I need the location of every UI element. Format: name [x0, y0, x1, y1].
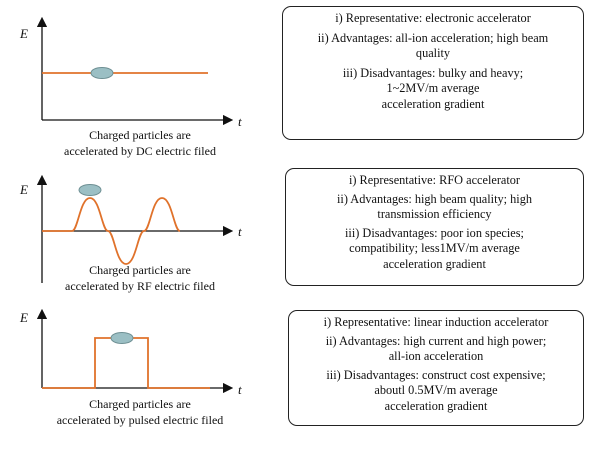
x-axis-label: t [238, 382, 242, 397]
rf-info-box: i) Representative: RFO accelerator ii) A… [285, 168, 584, 286]
advantages-text-cont: quality [415, 46, 451, 60]
disadvantages-text-cont2: acceleration gradient [384, 398, 488, 413]
pulsed-field-line [42, 337, 210, 389]
advantages-text: ii) Advantages: high current and high po… [325, 333, 547, 348]
disadvantages-text-cont2: acceleration gradient [381, 96, 485, 111]
representative-text: i) Representative: RFO accelerator [348, 173, 521, 187]
rf-caption: Charged particles are accelerated by RF … [65, 263, 215, 293]
rf-field-wave [42, 197, 181, 265]
charged-particle [110, 332, 134, 344]
charged-particle [90, 67, 114, 79]
y-axis-label: E [20, 26, 28, 41]
advantages-text-cont: transmission efficiency [377, 207, 492, 221]
pulsed-field-graph [36, 308, 234, 394]
y-axis-label: E [20, 182, 28, 197]
y-axis-label: E [20, 310, 28, 325]
dc-info-box: i) Representative: electronic accelerato… [282, 6, 584, 140]
pulsed-info-box: i) Representative: linear induction acce… [288, 310, 584, 426]
pulsed-caption: Charged particles are accelerated by pul… [56, 397, 224, 427]
advantages-text-cont: all-ion acceleration [388, 349, 484, 363]
representative-text: i) Representative: electronic accelerato… [335, 11, 531, 25]
disadvantages-text-cont: compatibility; less1MV/m average [349, 241, 520, 255]
advantages-text: ii) Advantages: all-ion acceleration; hi… [317, 30, 549, 45]
x-axis-label: t [238, 224, 242, 239]
disadvantages-text: iii) Disadvantages: construct cost expen… [326, 367, 546, 382]
advantages-text: ii) Advantages: high beam quality; high [336, 191, 532, 206]
disadvantages-text: iii) Disadvantages: bulky and heavy; [342, 65, 524, 80]
dc-field-plot: E t [0, 8, 270, 158]
disadvantages-text: iii) Disadvantages: poor ion species; [345, 225, 524, 240]
dc-caption: Charged particles are accelerated by DC … [64, 128, 216, 158]
pulsed-field-plot: E t [0, 302, 270, 452]
charged-particle [78, 184, 102, 196]
disadvantages-text-cont2: acceleration gradient [383, 256, 486, 271]
disadvantages-text-cont: 1~2MV/m average [386, 81, 480, 95]
disadvantages-text-cont: aboutl 0.5MV/m average [374, 383, 498, 397]
rf-field-graph [36, 174, 234, 283]
x-axis-label: t [238, 114, 242, 129]
representative-text: i) Representative: linear induction acce… [323, 315, 549, 329]
dc-field-graph [36, 16, 234, 126]
rf-field-plot: E t [0, 168, 270, 318]
